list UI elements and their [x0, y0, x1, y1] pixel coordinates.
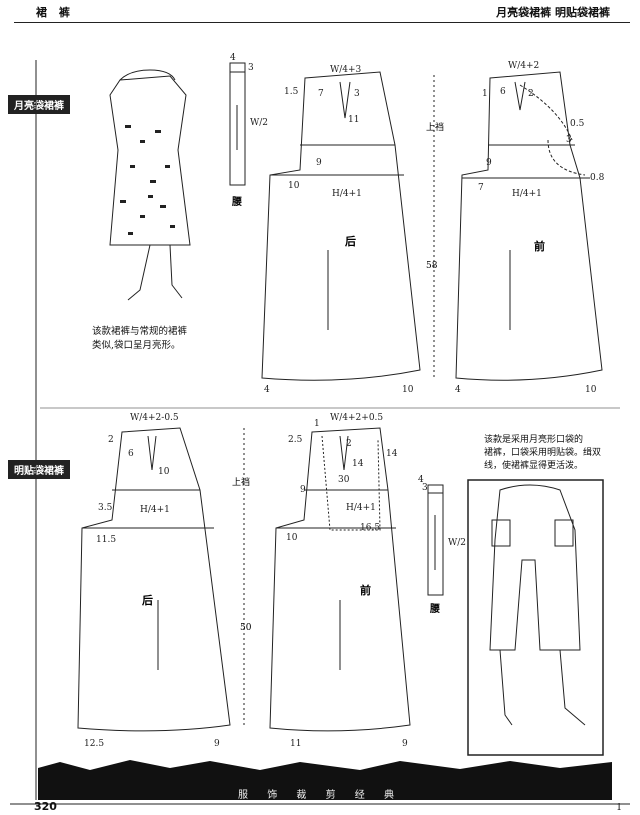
footer-text: 服 饰 裁 剪 经 典: [238, 790, 402, 801]
svg-text:H/4+1: H/4+1: [512, 189, 542, 199]
svg-text:3: 3: [422, 483, 428, 493]
section-tag-patch: 明贴袋裙裤: [8, 460, 70, 479]
svg-text:1: 1: [314, 419, 320, 429]
svg-text:12.5: 12.5: [84, 739, 104, 749]
back-label-bottom: 后: [142, 593, 153, 607]
page-number-right: 1: [616, 803, 622, 813]
moon-caption-line2: 类似,袋口呈月亮形。: [92, 340, 181, 351]
svg-text:0.8: 0.8: [590, 173, 605, 183]
svg-text:3.5: 3.5: [98, 503, 113, 513]
svg-text:W/4+2-0.5: W/4+2-0.5: [130, 413, 179, 423]
svg-text:6: 6: [128, 449, 134, 459]
waistband-bottom: 3 4 W/2: [418, 475, 466, 596]
svg-text:9: 9: [316, 158, 322, 168]
section-tag-moon: 月亮袋裙裤: [8, 95, 70, 114]
svg-text:3: 3: [354, 89, 360, 99]
patch-caption-line3: 线，使裙裤显得更活泼。: [484, 461, 584, 471]
svg-text:9: 9: [486, 158, 492, 168]
svg-text:10: 10: [158, 467, 170, 477]
svg-text:4: 4: [230, 53, 236, 63]
upper-label-top: 上裆: [426, 121, 444, 133]
svg-text:7: 7: [318, 89, 324, 99]
svg-text:H/4+1: H/4+1: [332, 189, 362, 199]
svg-text:7: 7: [478, 183, 484, 193]
header-rule: [14, 22, 630, 23]
svg-text:10: 10: [402, 385, 414, 395]
length-50: 50: [240, 623, 252, 633]
front-piece-top: 1 6 2 0.5 3 0.8 9 7 H/4+1 W/4+2 4 10: [455, 61, 605, 395]
svg-text:2: 2: [108, 435, 114, 445]
svg-text:11: 11: [348, 115, 359, 125]
waist-label-bottom: 腰: [429, 603, 440, 615]
svg-text:14: 14: [386, 449, 398, 459]
svg-text:2: 2: [346, 439, 352, 449]
header-right: 月亮袋裙裤 明贴袋裙裤: [496, 6, 610, 19]
svg-text:10: 10: [585, 385, 597, 395]
svg-text:2: 2: [528, 89, 534, 99]
patch-caption-line1: 该款是采用月亮形口袋的: [484, 435, 584, 445]
svg-text:10: 10: [288, 181, 300, 191]
svg-text:2.5: 2.5: [288, 435, 303, 445]
svg-text:4: 4: [264, 385, 270, 395]
page-number: 320: [34, 800, 57, 813]
header-left: 裙 裤: [36, 6, 74, 19]
front-label-top: 前: [534, 239, 545, 253]
waist-label-top: 腰: [231, 196, 242, 208]
moon-caption: 该款裙裤与常规的裙裤 类似,袋口呈月亮形。: [92, 325, 187, 353]
patch-caption: 该款是采用月亮形口袋的 裙裤，口袋采用明贴袋。缉双 线，使裙裤显得更活泼。: [484, 434, 601, 473]
svg-text:3: 3: [566, 135, 572, 145]
svg-text:W/4+2: W/4+2: [508, 61, 539, 71]
svg-text:W/4+2+0.5: W/4+2+0.5: [330, 413, 383, 423]
upper-label-bottom: 上裆: [232, 476, 250, 488]
svg-text:14: 14: [352, 459, 364, 469]
figure-illustration-moon: [109, 69, 191, 301]
svg-text:4: 4: [418, 475, 424, 485]
back-piece-top: 1.5 7 3 11 9 10 H/4+1 W/4+3 4 10: [261, 65, 421, 395]
svg-text:9: 9: [214, 739, 220, 749]
svg-text:6: 6: [500, 87, 506, 97]
svg-text:10: 10: [286, 533, 298, 543]
svg-text:W/2: W/2: [448, 538, 466, 548]
length-58: 58: [426, 261, 438, 271]
svg-text:9: 9: [402, 739, 408, 749]
waistband-top: 4 3 W/2: [229, 53, 268, 186]
svg-text:9: 9: [300, 485, 306, 495]
svg-text:1: 1: [482, 89, 488, 99]
back-piece-bottom: W/4+2-0.5 2 6 10 3.5 H/4+1 11.5 12.5 9: [77, 413, 231, 749]
svg-text:16.5: 16.5: [360, 523, 380, 533]
svg-text:30: 30: [338, 475, 350, 485]
svg-text:3: 3: [248, 63, 254, 73]
figure-illustration-patch: [467, 479, 604, 756]
svg-text:W/2: W/2: [250, 118, 268, 128]
footer-band: [38, 760, 612, 800]
moon-caption-line1: 该款裙裤与常规的裙裤: [92, 326, 188, 337]
svg-text:H/4+1: H/4+1: [140, 505, 170, 515]
svg-text:4: 4: [455, 385, 461, 395]
svg-text:1.5: 1.5: [284, 87, 299, 97]
svg-text:11.5: 11.5: [96, 535, 116, 545]
patch-caption-line2: 裙裤，口袋采用明贴袋。缉双: [484, 448, 602, 458]
back-label-top: 后: [345, 234, 356, 248]
front-label-bottom: 前: [360, 583, 371, 597]
svg-text:0.5: 0.5: [570, 119, 585, 129]
svg-text:11: 11: [290, 739, 301, 749]
front-piece-bottom: W/4+2+0.5 1 2.5 2 14 14 30 9 H/4+1 16.5 …: [269, 413, 411, 749]
svg-text:H/4+1: H/4+1: [346, 503, 376, 513]
svg-text:W/4+3: W/4+3: [330, 65, 362, 75]
